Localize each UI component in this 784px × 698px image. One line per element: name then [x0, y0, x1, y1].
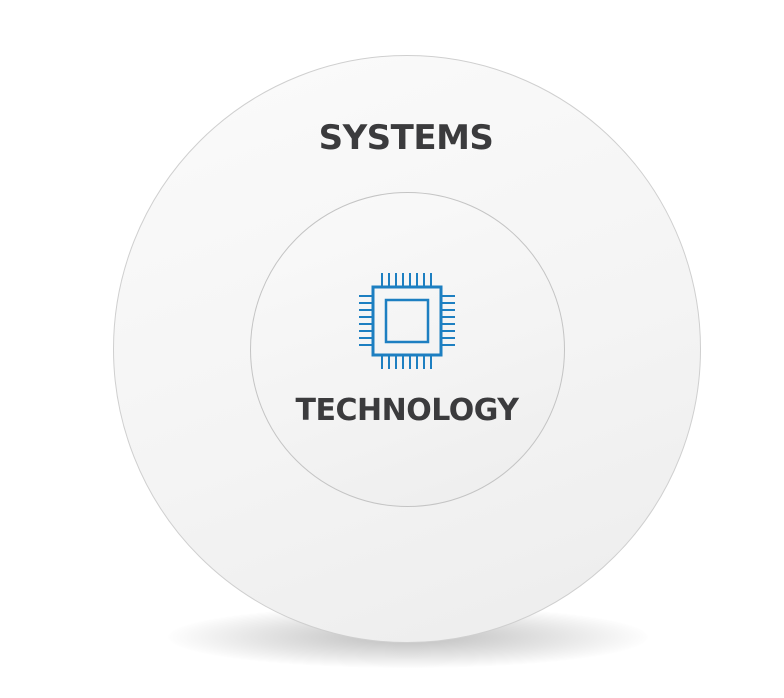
inner-circle-technology	[250, 192, 565, 507]
microchip-icon	[359, 273, 455, 369]
systems-label: SYSTEMS	[318, 118, 494, 158]
technology-label: TECHNOLOGY	[295, 393, 519, 428]
